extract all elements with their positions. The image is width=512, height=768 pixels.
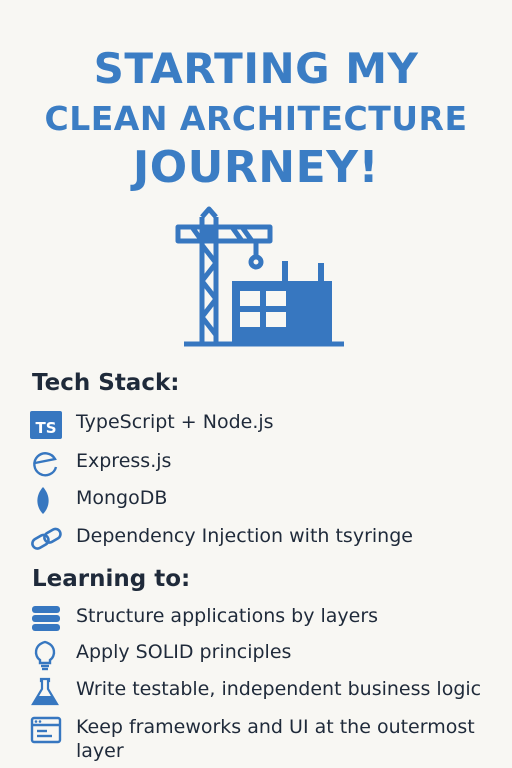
title-line-3: JOURNEY!: [132, 142, 380, 193]
title-line-1: STARTING MY: [93, 44, 419, 93]
layers-stack-icon: [30, 604, 66, 634]
learning-heading: Learning to:: [32, 566, 191, 592]
tech-label: Express.js: [76, 450, 172, 472]
tech-label: Dependency Injection with tsyringe: [76, 525, 413, 547]
list-item: Apply SOLID principles: [30, 640, 500, 671]
browser-window-icon: [30, 715, 66, 745]
list-item: Keep frameworks and UI at the outermost …: [30, 715, 500, 763]
flask-icon: [30, 677, 66, 707]
list-item: MongoDB: [30, 486, 500, 516]
list-item: Dependency Injection with tsyringe: [30, 524, 500, 554]
typescript-icon: TS: [30, 410, 66, 440]
learning-label: Apply SOLID principles: [76, 641, 292, 663]
tech-label: TypeScript + Node.js: [76, 411, 274, 433]
list-item: Write testable, independent business log…: [30, 677, 500, 707]
learning-label: Structure applications by layers: [76, 605, 379, 627]
chain-link-icon: [30, 524, 66, 554]
mongodb-leaf-icon: [30, 486, 66, 516]
list-item: Express.js: [30, 449, 500, 479]
construction-crane-illustration: [175, 206, 344, 347]
title-line-2: CLEAN ARCHITECTURE: [44, 99, 468, 138]
learning-label: Write testable, independent business log…: [76, 678, 482, 700]
list-item: TS TypeScript + Node.js: [30, 410, 500, 440]
learning-label: Keep frameworks and UI at the outermost …: [76, 716, 475, 762]
lightbulb-icon: [30, 640, 66, 671]
list-item: Structure applications by layers: [30, 604, 500, 634]
express-icon: [30, 449, 66, 479]
tech-label: MongoDB: [76, 487, 168, 509]
tech-stack-heading: Tech Stack:: [32, 370, 180, 396]
